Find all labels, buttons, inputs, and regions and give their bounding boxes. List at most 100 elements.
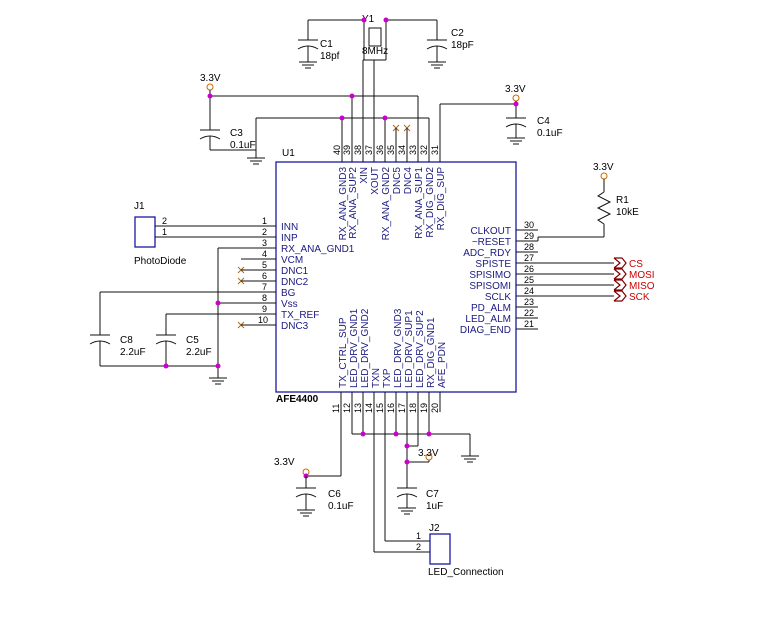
ground-symbol [297,509,315,517]
capacitor-c7: C7 1uF [396,487,443,512]
pin-num-5: 5 [262,260,267,270]
capacitor-c4: C4 0.1uF [505,116,563,139]
pin-num-8: 8 [262,293,267,303]
c7-ref: C7 [426,489,439,500]
pin-num-24: 24 [524,286,534,296]
svg-text:MOSI: MOSI [629,270,655,281]
c6-value: 0.1uF [328,501,354,512]
pin-name-vcm: VCM [281,255,303,266]
pin-name-rx-dig-sup: RX_DIG_SUP [436,167,447,231]
pin-name-txp: TXP [382,368,393,388]
pin-num-17: 17 [397,403,407,413]
pin-name-led-drv-gnd2: LED_DRV_GND2 [360,308,371,388]
j2-value: LED_Connection [428,567,504,578]
pin-num-38: 38 [353,145,363,155]
net-label-miso: MISO [538,279,655,292]
ground-symbol [507,137,525,145]
ground-symbol [209,377,227,385]
pin-name-xin: XIN [359,167,370,184]
pin-num-14: 14 [364,403,374,413]
svg-text:MISO: MISO [629,281,655,292]
pin-name-rx-ana-gnd1: RX_ANA_GND1 [281,244,355,255]
power-label: 3.3V [274,457,295,468]
j1-pin-b: 1 [162,227,167,237]
pin-name-rx-dig-gnd2: RX_DIG_GND2 [425,167,436,238]
pin-name-dnc5: DNC5 [392,167,403,195]
pin-num-40: 40 [332,145,342,155]
j2-pin-a: 1 [416,531,421,541]
ground-symbol [247,157,265,165]
u1-part: AFE4400 [276,394,319,405]
pin-num-35: 35 [386,145,396,155]
pin-num-9: 9 [262,304,267,314]
pin-num-15: 15 [375,403,385,413]
junction [404,443,410,449]
c4-value: 0.1uF [537,128,563,139]
power-label: 3.3V [418,448,439,459]
junction [404,459,410,465]
c3-value: 0.1uF [230,140,256,151]
pin-name-led-drv-sup2: LED_DRV_SUP2 [415,310,426,388]
ground-symbol [299,61,317,69]
u1-ref: U1 [282,148,295,159]
junction [393,431,399,437]
pin-num-39: 39 [342,145,352,155]
c4-ref: C4 [537,116,550,127]
ground-symbol [461,455,479,463]
junction [382,115,388,121]
y1-value: 8MHz [362,46,388,57]
pin-num-3: 3 [262,238,267,248]
capacitor-c2: C2 18pF [426,20,474,62]
pin-num-33: 33 [408,145,418,155]
c1-value: 18pf [320,51,340,62]
pin-num-16: 16 [386,403,396,413]
connector-j2: J2 1 2 LED_Connection [416,523,504,578]
svg-text:CS: CS [629,259,643,270]
j1-value: PhotoDiode [134,256,187,267]
junction [215,363,221,369]
power-label: 3.3V [200,73,221,84]
pin-num-7: 7 [262,282,267,292]
pin-num-32: 32 [419,145,429,155]
junction [339,115,345,121]
pin-name-led-alm: LED_ALM [465,314,511,325]
pin-name-clkout: CLKOUT [470,226,511,237]
pin-name-diag-end: DIAG_END [460,325,511,336]
pin-name-bg: BG [281,288,296,299]
pin-name-rx-dig-gnd1: RX_DIG_GND1 [426,317,437,388]
pin-num-26: 26 [524,264,534,274]
pin-num-21: 21 [524,319,534,329]
c5-value: 2.2uF [186,347,212,358]
power-3v3-r1: 3.3V [593,162,614,180]
net-label-mosi: MOSI [538,268,655,281]
ground-symbol [428,61,446,69]
u1-right-pins: 30 29 28 27 26 25 24 23 22 21 CLKOUT ~RE… [460,220,538,336]
net-label-cs: CS [538,257,643,270]
net-label-sck: SCK [538,290,650,303]
svg-text:SCK: SCK [629,292,650,303]
pin-name-led-drv-gnd3: LED_DRV_GND3 [393,308,404,388]
pin-num-18: 18 [408,403,418,413]
c2-ref: C2 [451,28,464,39]
r1-value: 10kE [616,207,639,218]
power-3v3-left: 3.3V [200,73,221,91]
junction [513,101,519,107]
j1-pin-a: 2 [162,216,167,226]
c8-ref: C8 [120,335,133,346]
capacitor-c1: C1 18pf [297,20,340,62]
pin-num-29: 29 [524,231,534,241]
pin-num-22: 22 [524,308,534,318]
pin-name-spiste: SPISTE [475,259,511,270]
capacitor-c5: C5 2.2uF [155,334,212,366]
c5-ref: C5 [186,335,199,346]
capacitor-c3: C3 0.1uF [199,128,256,151]
pin-name-adc-rdy: ADC_RDY [463,248,511,259]
pin-num-13: 13 [353,403,363,413]
power-3v3-c7: 3.3V [418,448,439,461]
pin-name-led-drv-gnd1: LED_DRV_GND1 [349,308,360,388]
c8-value: 2.2uF [120,347,146,358]
junction [349,93,355,99]
pin-name-dnc4: DNC4 [403,167,414,195]
junction [163,363,169,369]
